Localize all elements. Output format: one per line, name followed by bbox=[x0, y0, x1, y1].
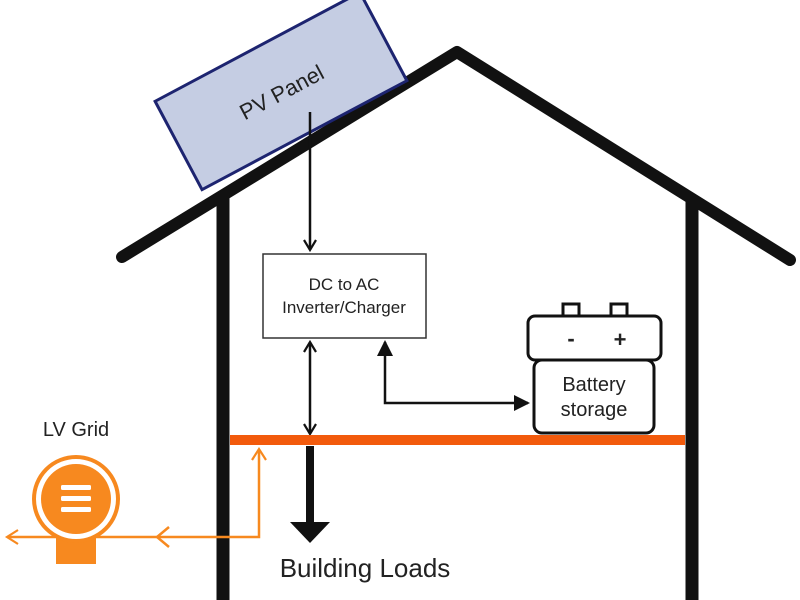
battery: - + Battery storage bbox=[526, 302, 663, 435]
battery-label-line1: Battery bbox=[562, 374, 625, 396]
battery-plus-sign: + bbox=[614, 327, 627, 352]
inverter-label-line1: DC to AC bbox=[309, 275, 380, 294]
inverter-label-line2: Inverter/Charger bbox=[282, 298, 406, 317]
grid-flow-arrowhead bbox=[155, 526, 170, 548]
building-loads-arrowhead bbox=[290, 522, 330, 543]
inverter-box: DC to AC Inverter/Charger bbox=[262, 253, 427, 339]
battery-label-line2: storage bbox=[561, 399, 628, 421]
inverter-battery-arrow bbox=[377, 340, 530, 411]
lv-grid-meter-icon bbox=[32, 455, 120, 564]
house-roof bbox=[116, 46, 796, 266]
lv-grid-label: LV Grid bbox=[43, 419, 109, 441]
battery-cap bbox=[526, 314, 663, 362]
battery-minus-sign: - bbox=[567, 326, 574, 351]
battery-body bbox=[532, 358, 656, 435]
building-loads-label: Building Loads bbox=[280, 553, 451, 583]
battery-terminal-right bbox=[609, 302, 629, 318]
battery-terminal-left bbox=[561, 302, 581, 318]
pv-panel: PV Panel bbox=[153, 0, 409, 192]
